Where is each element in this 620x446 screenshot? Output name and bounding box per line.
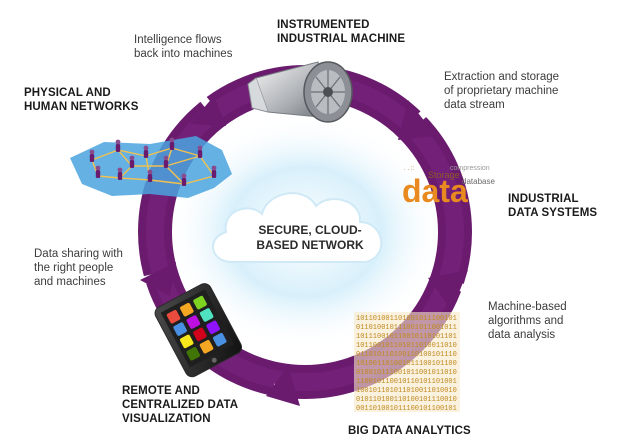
- svg-text:011010010111001011001011: 011010010111001011001011: [356, 324, 457, 332]
- stage-heading-physical-human-networks: PHYSICAL AND HUMAN NETWORKS: [24, 87, 139, 113]
- transition-text-extraction: Extraction and storage of proprietary ma…: [444, 71, 560, 111]
- svg-text:101001101001011100101100: 101001101001011100101100: [356, 360, 457, 368]
- jet-engine-icon: [247, 61, 353, 123]
- binary-data-icon: 1011010011010010111001010110100101110010…: [354, 312, 460, 413]
- svg-text:database: database: [462, 177, 495, 186]
- svg-text:compression: compression: [450, 165, 490, 172]
- stage-heading-big-data-analytics: BIG DATA ANALYTICS: [348, 425, 471, 437]
- center-network-label: SECURE, CLOUD- BASED NETWORK: [256, 223, 364, 252]
- data-word-cloud-icon: data Storage database compression . . ::: [402, 165, 495, 209]
- svg-text:. . ::: . . ::: [404, 166, 414, 172]
- svg-text:101101001101001011100101: 101101001101001011100101: [356, 315, 457, 323]
- svg-text:011010110100110100101110: 011010110100110100101110: [356, 351, 457, 359]
- cloud-icon: [212, 192, 383, 263]
- stage-heading-instrumented-machine: INSTRUMENTED INDUSTRIAL MACHINE: [277, 19, 406, 45]
- svg-text:001101001011100101100101: 001101001011100101100101: [356, 405, 457, 413]
- transition-text-data-sharing: Data sharing with the right people and m…: [34, 248, 123, 288]
- svg-text:010110100110100101110010: 010110100110100101110010: [356, 396, 457, 404]
- arrow-head-3: [266, 366, 300, 406]
- smartphone-icon: [154, 283, 243, 378]
- svg-text:101100101101011010011010: 101100101101011010011010: [356, 342, 457, 350]
- transition-text-algorithms: Machine-based algorithms and data analys…: [488, 301, 567, 341]
- stage-heading-industrial-data-systems: INDUSTRIAL DATA SYSTEMS: [508, 193, 598, 219]
- svg-text:010010111001011001011010: 010010111001011001011010: [356, 369, 457, 377]
- stage-heading-remote-visualization: REMOTE AND CENTRALIZED DATA VISUALIZATIO…: [122, 385, 239, 425]
- transition-text-intelligence: Intelligence flows back into machines: [134, 34, 233, 60]
- arrow-head-5: [190, 96, 226, 126]
- svg-text:101110010110010110101101: 101110010110010110101101: [356, 333, 457, 341]
- arrow-head-2: [428, 270, 468, 310]
- svg-text:100101101011010011010010: 100101101011010011010010: [356, 387, 457, 395]
- people-network-map-icon: [70, 136, 232, 198]
- svg-text:Storage: Storage: [428, 170, 460, 180]
- arrow-head-1: [398, 100, 436, 140]
- svg-text:data: data: [402, 173, 468, 209]
- arrow-head-4: [140, 262, 176, 296]
- svg-text:110010110010110101101001: 110010110010110101101001: [356, 378, 457, 386]
